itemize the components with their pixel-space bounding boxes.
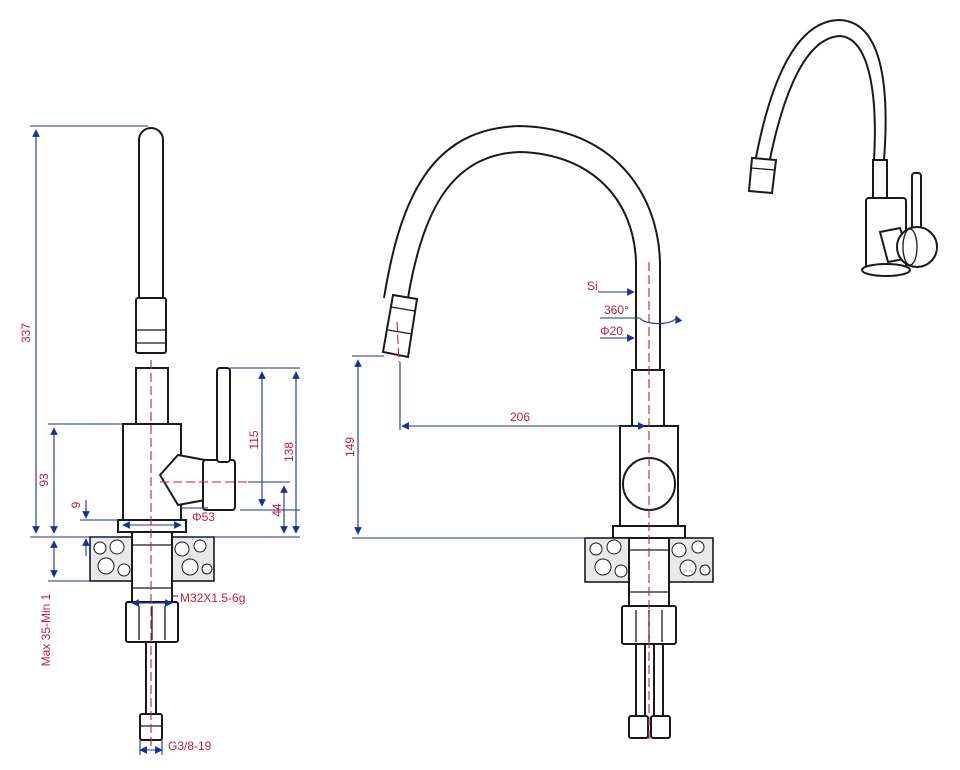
front-countertop	[584, 537, 714, 583]
total-height-label: 337	[19, 323, 33, 343]
spout-height-label: 149	[343, 437, 357, 457]
hose-thread-label: G3/8-19	[168, 739, 212, 753]
side-dimensions	[30, 125, 300, 755]
side-threaded-shank	[131, 531, 173, 603]
rotation-arc	[639, 315, 683, 325]
base-gap-label: 9	[69, 501, 83, 508]
body-diameter-label: Φ53	[192, 510, 215, 524]
side-spout-sleeve	[135, 297, 167, 354]
side-labels: 337 93 9 Max 35-Min 1 115 138 44 Φ53 M32…	[19, 323, 296, 753]
side-lever-hub	[202, 459, 236, 511]
rotation-label: 360°	[604, 303, 629, 317]
front-labels: 149 206 Si 360° Φ20	[343, 279, 629, 457]
front-view	[381, 125, 714, 742]
front-hose-right	[653, 643, 664, 717]
side-neck	[135, 367, 169, 425]
perspective-view	[747, 19, 938, 277]
perspective-lever-handle	[911, 172, 922, 234]
front-spout-head	[381, 293, 419, 359]
perspective-spout-head	[747, 156, 778, 195]
mount-thread-label: M32X1.5-6g	[180, 591, 245, 605]
side-view	[89, 127, 248, 750]
perspective-base	[861, 263, 911, 277]
side-spout-tube	[138, 127, 164, 299]
body-height-label: 93	[37, 473, 51, 487]
lever-base-label: 44	[270, 503, 284, 517]
spout-diameter-label: Φ20	[600, 324, 623, 338]
lever-height-a-label: 115	[247, 430, 261, 449]
front-spout-arch	[383, 125, 661, 370]
spout-reach-label: 206	[510, 410, 530, 424]
perspective-spout-arch	[751, 19, 887, 181]
side-base-ring	[117, 519, 187, 533]
front-hose-left	[635, 643, 646, 717]
countertop-thickness-label: Max 35-Min 1	[39, 593, 53, 666]
perspective-neck	[872, 159, 888, 201]
lever-height-b-label: 138	[282, 442, 296, 462]
outlet-type-label: Si	[587, 279, 598, 293]
side-lever-handle	[216, 367, 231, 463]
front-neck	[631, 369, 665, 427]
front-dimensions	[352, 288, 646, 539]
